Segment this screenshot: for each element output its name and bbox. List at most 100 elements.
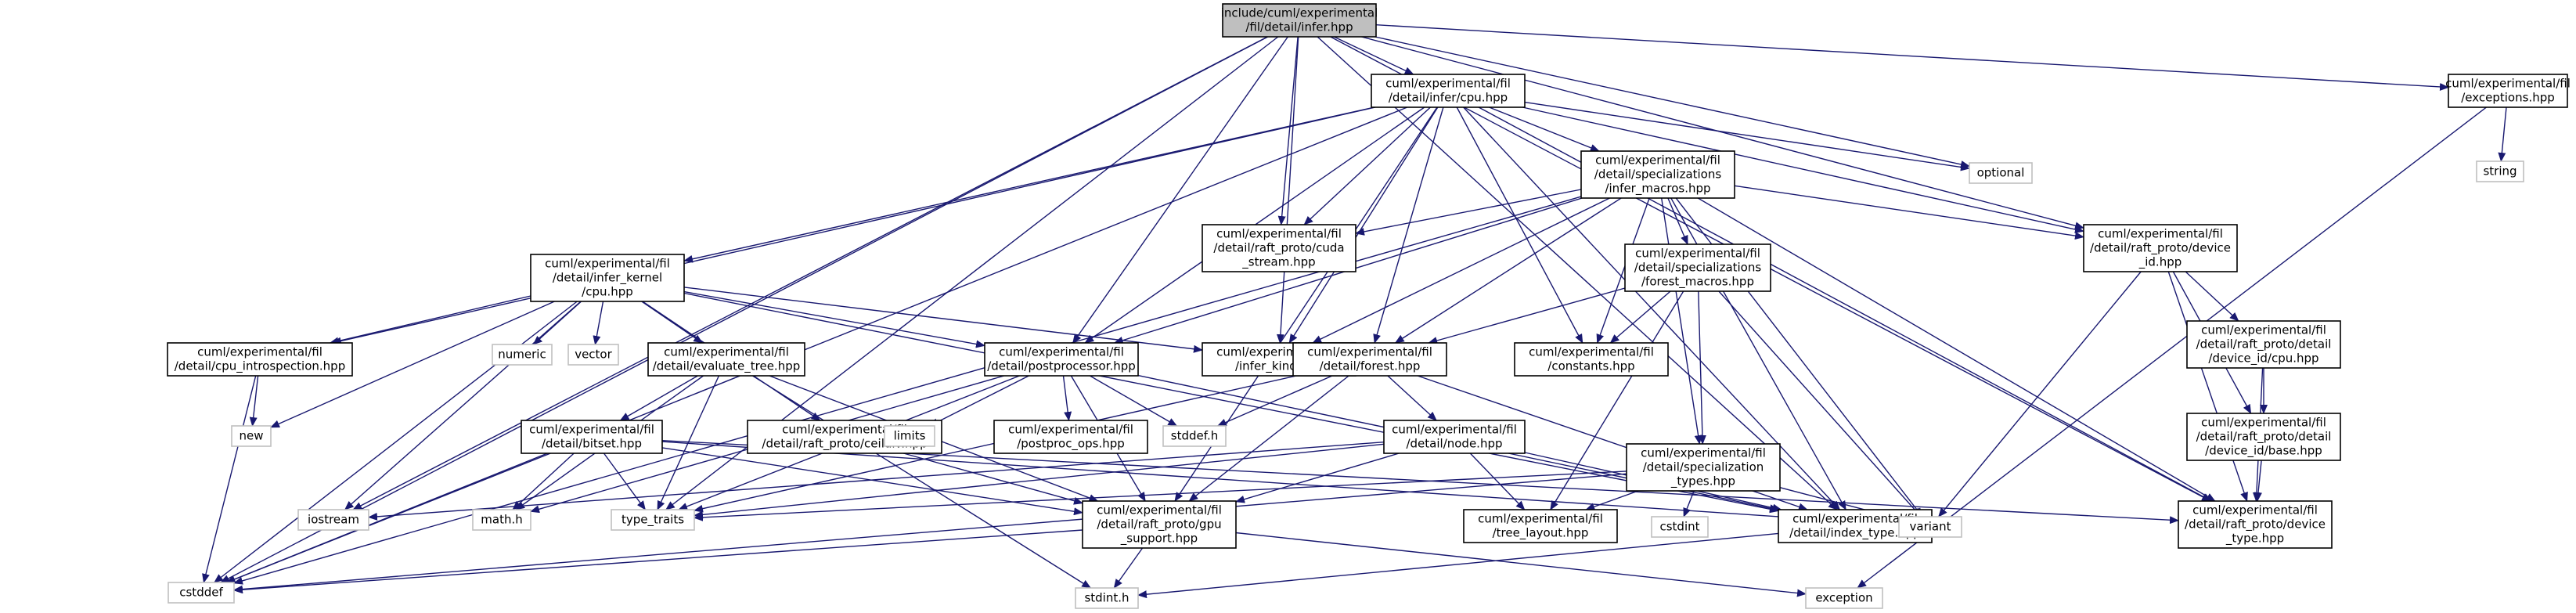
edge-infer_kernel-to-index_type — [683, 292, 1779, 514]
node-label-line: cuml/experimental/fil — [664, 345, 789, 359]
node-constants[interactable]: cuml/experimental/fil/constants.hpp — [1514, 342, 1669, 377]
edge-forest-to-stddef — [1216, 375, 1333, 427]
node-label-line: /cpu.hpp — [582, 285, 633, 299]
node-infer-macros[interactable]: cuml/experimental/fil/detail/specializat… — [1580, 150, 1735, 199]
node-numeric: numeric — [492, 344, 553, 366]
node-infer-kernel[interactable]: cuml/experimental/fil/detail/infer_kerne… — [530, 254, 685, 302]
node-cstddef: cstddef — [168, 582, 235, 604]
node-exception: exception — [1805, 587, 1883, 609]
edge-device_id_base-to-device_type — [2254, 460, 2262, 502]
node-label-line: cuml/experimental/fil — [1307, 345, 1432, 359]
edge-cpu-to-index_type — [1463, 106, 1841, 510]
edge-cpu-to-constants — [1456, 106, 1583, 344]
node-box — [1075, 587, 1139, 609]
edge-exceptions-to-exception — [1857, 106, 2487, 589]
edge-node-to-gpu_support — [1235, 453, 1400, 503]
node-label-line: vector — [575, 348, 612, 362]
edge-node-to-tree_layout — [1469, 453, 1526, 510]
node-label-line: /detail/raft_proto/device — [2185, 517, 2326, 532]
node-box — [2186, 413, 2341, 461]
edge-infer_kernel-to-infer_kind — [683, 287, 1203, 353]
edge-infer-to-postprocessor — [1072, 36, 1288, 344]
node-box — [1463, 509, 1618, 543]
node-label-line: /detail/specializations — [1594, 168, 1722, 182]
node-label-line: /infer_macros.hpp — [1605, 182, 1710, 197]
node-label-line: cuml/experimental/fil — [2192, 503, 2318, 517]
node-iostream: iostream — [297, 509, 369, 531]
node-postproc-ops[interactable]: cuml/experimental/fil/postproc_ops.hpp — [993, 420, 1148, 454]
node-label-line: cuml/experimental/fil — [1385, 77, 1511, 91]
node-postprocessor[interactable]: cuml/experimental/fil/detail/postprocess… — [984, 342, 1139, 377]
edge-cpu_intro-to-new — [249, 375, 259, 427]
node-infer[interactable]: include/cuml/experimental/fil/detail/inf… — [1221, 3, 1378, 38]
edge-infer-to-exceptions — [1375, 24, 2449, 91]
node-box — [1371, 74, 1526, 108]
node-spec-types[interactable]: cuml/experimental/fil/detail/specializat… — [1626, 443, 1781, 492]
edge-cpu-to-infer_kernel — [683, 106, 1374, 263]
node-label-line: _type.hpp — [2225, 532, 2284, 546]
edge-bitset-to-cstddef — [225, 453, 551, 583]
node-box — [1805, 587, 1883, 609]
node-forest-macros[interactable]: cuml/experimental/fil/detail/specializat… — [1624, 243, 1771, 292]
edge-forest_macros-to-forest — [1428, 287, 1626, 344]
node-device-id-base[interactable]: cuml/experimental/fil/detail/raft_proto/… — [2186, 413, 2341, 461]
node-cpu-intro[interactable]: cuml/experimental/fil/detail/cpu_introsp… — [167, 342, 353, 377]
nodes: include/cuml/experimental/fil/detail/inf… — [167, 3, 2571, 609]
edge-forest_macros-to-variant — [1718, 290, 1922, 517]
node-gpu-support[interactable]: cuml/experimental/fil/detail/raft_proto/… — [1082, 500, 1237, 549]
edge-infer-to-cpu — [1334, 36, 1414, 75]
edge-evaluate_tree-to-type_traits — [657, 375, 720, 510]
node-label-line: cuml/experimental/fil — [782, 423, 907, 437]
node-limits: limits — [884, 425, 935, 447]
node-box — [297, 509, 369, 531]
node-box — [168, 582, 235, 604]
edge-infer_macros-to-device_type — [1697, 197, 2216, 502]
node-label-line: cstdint — [1659, 520, 1699, 534]
node-label-line: cuml/experimental/fil — [1595, 153, 1720, 168]
edge-cpu-to-cuda_stream — [1303, 106, 1431, 225]
edge-bitset-to-math — [512, 453, 575, 510]
edge-cpu_intro-to-cstddef — [202, 375, 257, 583]
node-box — [530, 254, 685, 302]
node-evaluate-tree[interactable]: cuml/experimental/fil/detail/evaluate_tr… — [647, 342, 805, 377]
node-device-id-cpu[interactable]: cuml/experimental/fil/detail/raft_proto/… — [2186, 320, 2341, 369]
node-label-line: cuml/experimental/fil — [1478, 512, 1603, 526]
edge-spec_types-to-cstdint — [1683, 490, 1695, 517]
node-box — [1292, 342, 1447, 377]
node-label-line: /tree_layout.hpp — [1493, 526, 1589, 541]
node-label-line: /exceptions.hpp — [2461, 91, 2555, 105]
node-cuda-stream[interactable]: cuml/experimental/fil/detail/raft_proto/… — [1202, 224, 1356, 272]
edge-infer_macros-to-infer_kind — [1312, 197, 1610, 344]
edge-gpu_support-to-cstddef — [233, 529, 1083, 594]
node-box — [984, 342, 1139, 377]
node-label-line: /detail/infer/cpu.hpp — [1389, 91, 1508, 105]
edge-cpu-to-cpu_intro — [331, 106, 1376, 345]
node-label-line: cuml/experimental/fil — [1792, 512, 1918, 526]
node-device-type[interactable]: cuml/experimental/fil/detail/raft_proto/… — [2178, 500, 2333, 549]
node-label-line: cuml/experimental/fil — [1641, 446, 1766, 460]
node-label-line: _support.hpp — [1120, 532, 1198, 546]
node-label-line: cstddef — [179, 586, 223, 600]
edge-cpu-to-infer_kind — [1288, 106, 1439, 344]
edge-device_id-to-device_type — [2167, 271, 2248, 502]
node-tree-layout[interactable]: cuml/experimental/fil/tree_layout.hpp — [1463, 509, 1618, 543]
node-label-line: cuml/experimental/fil — [2201, 323, 2326, 337]
node-exceptions[interactable]: cuml/experimental/fil/exceptions.hpp — [2445, 74, 2571, 108]
edge-infer_macros-to-forest — [1394, 197, 1622, 344]
node-device-id[interactable]: cuml/experimental/fil/detail/raft_proto/… — [2083, 224, 2238, 272]
edge-infer-to-optional — [1374, 36, 1970, 168]
node-bitset[interactable]: cuml/experimental/fil/detail/bitset.hpp — [521, 420, 663, 454]
node-forest[interactable]: cuml/experimental/fil/detail/forest.hpp — [1292, 342, 1447, 377]
node-label-line: /detail/bitset.hpp — [542, 437, 642, 451]
edge-spec_types-to-tree_layout — [1585, 490, 1639, 510]
edge-ceildiv-to-gpu_support — [903, 453, 1083, 505]
edge-postprocessor-to-postproc_ops — [1062, 375, 1072, 421]
node-cpu[interactable]: cuml/experimental/fil/detail/infer/cpu.h… — [1371, 74, 1526, 108]
edge-node-to-type_traits — [694, 443, 1385, 519]
node-box — [1162, 425, 1227, 447]
node-label-line: numeric — [498, 348, 546, 362]
node-node[interactable]: cuml/experimental/fil/detail/node.hpp — [1383, 420, 1526, 454]
node-label-line: cuml/experimental/fil — [2201, 416, 2326, 430]
edge-infer_kernel-to-new — [270, 301, 555, 428]
